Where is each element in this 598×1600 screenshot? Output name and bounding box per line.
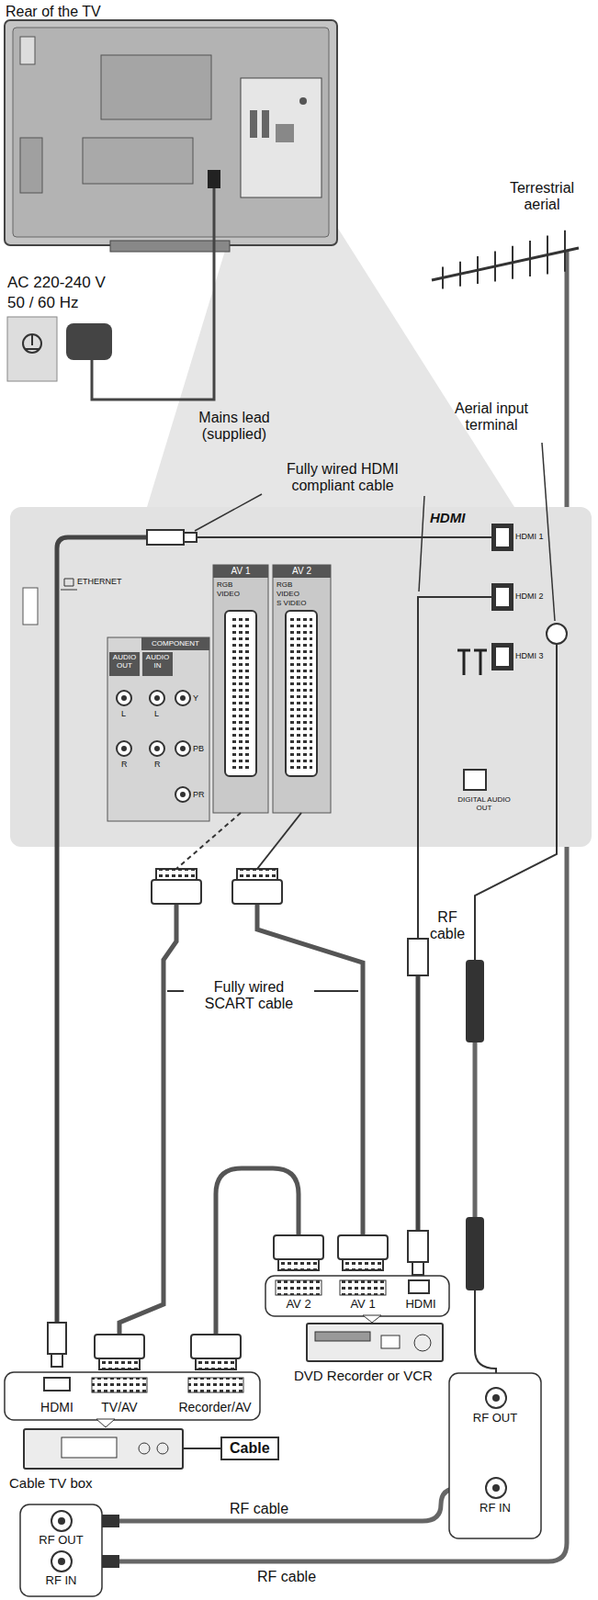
callout-label: DIGITAL AUDIO OUT xyxy=(451,795,517,813)
mains-lead xyxy=(7,188,215,400)
callout-label: Fully wired HDMI compliant cable xyxy=(264,461,421,496)
aerial-element xyxy=(494,250,497,282)
callout-label: Aerial input terminal xyxy=(429,400,553,435)
aerial-element xyxy=(529,240,531,277)
connector-line xyxy=(183,1448,221,1450)
aerial-element xyxy=(441,266,444,289)
callout-label: AUDIO OUT xyxy=(109,653,140,670)
callout-label: PR xyxy=(192,789,205,800)
aerial-symbol xyxy=(431,230,579,290)
callout-label: AUDIO IN xyxy=(142,653,173,670)
device-panels xyxy=(4,1275,542,1597)
callout-label: RF IN xyxy=(449,1501,542,1516)
callout-label: HDMI xyxy=(429,509,465,526)
device-body xyxy=(24,1430,182,1468)
scart-cables xyxy=(94,812,388,1370)
device-detail xyxy=(157,1443,169,1455)
terminal-panel xyxy=(10,507,592,847)
device-body xyxy=(307,1324,442,1361)
callout-label: L xyxy=(121,709,126,719)
device-detail xyxy=(61,1437,117,1458)
device-detail xyxy=(381,1335,400,1349)
cable-tv-box: Cable TV box xyxy=(22,1428,184,1470)
callout-label: Fully wired SCART cable xyxy=(188,979,310,1014)
device-detail xyxy=(315,1331,371,1342)
callout-label: AC 220-240 V xyxy=(7,273,106,293)
callout-label: R xyxy=(154,759,161,769)
tv-rear xyxy=(4,20,338,252)
callout-label: RF cable xyxy=(229,1500,289,1518)
device-detail xyxy=(414,1334,431,1352)
callout-label: VIDEO xyxy=(276,589,300,598)
callout-label: Terrestrial aerial xyxy=(496,180,588,215)
callout-label: RGB xyxy=(216,580,233,589)
cable-box-label: Cable xyxy=(220,1436,280,1461)
callout-label: RF cable xyxy=(424,909,471,944)
callout-label: TV/AV xyxy=(87,1399,152,1415)
callout-label: RF IN xyxy=(20,1574,102,1589)
aerial-element xyxy=(511,246,514,280)
callout-label: COMPONENT xyxy=(141,639,210,648)
callout-label: HDMI 1 xyxy=(515,531,544,542)
callout-label: S VIDEO xyxy=(276,598,306,608)
callout-label: Y xyxy=(192,693,199,703)
dvd-recorder: DVD Recorder or VCR xyxy=(305,1322,444,1363)
callout-label: R xyxy=(121,759,128,769)
callout-label: RF OUT xyxy=(449,1411,542,1426)
callout-label: AV 2 xyxy=(275,1297,322,1312)
callout-label: HDMI xyxy=(400,1297,441,1312)
callout-label: Mains lead (supplied) xyxy=(183,409,285,444)
aerial-element xyxy=(459,261,462,287)
leader-lines xyxy=(194,442,555,621)
box-text: Cable xyxy=(229,1440,271,1457)
connector-line xyxy=(183,1447,221,1450)
callout-label: ETHERNET xyxy=(77,576,123,587)
panel-terminals xyxy=(22,523,567,822)
callout-label: RF cable xyxy=(257,1568,316,1586)
callout-label: VIDEO xyxy=(216,589,240,598)
callout-label: HDMI xyxy=(33,1399,80,1415)
callout-label: L xyxy=(154,709,159,719)
callout-label: RGB xyxy=(276,580,293,589)
hdmi-cable xyxy=(47,530,492,1367)
callout-label: Rear of the TV xyxy=(5,3,102,21)
device-name: Cable TV box xyxy=(9,1475,93,1491)
callout-label: HDMI 2 xyxy=(515,591,544,601)
callout-label: RF OUT xyxy=(20,1534,102,1548)
callout-label: HDMI 3 xyxy=(515,651,544,661)
device-detail xyxy=(138,1443,150,1455)
callout-label: 50 / 60 Hz xyxy=(7,293,79,313)
callout-label: AV 2 xyxy=(272,565,331,577)
callout-label: Recorder/AV xyxy=(172,1399,258,1415)
callout-label: AV 1 xyxy=(339,1297,386,1312)
aerial-element xyxy=(564,230,566,272)
device-name: DVD Recorder or VCR xyxy=(293,1367,433,1384)
aerial-element xyxy=(476,256,479,284)
callout-label: AV 1 xyxy=(213,565,269,577)
callout-label: PB xyxy=(192,744,204,754)
aerial-element xyxy=(546,235,549,274)
